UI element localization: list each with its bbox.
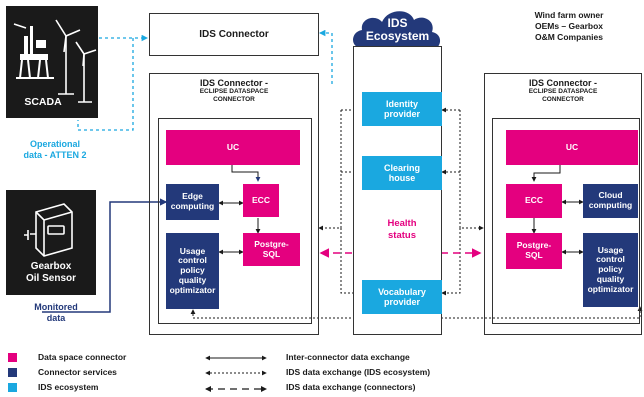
right-usage-line5: optimizator — [587, 283, 634, 294]
right-connector-title: IDS Connector - — [528, 78, 597, 88]
clearing-line2: house — [388, 173, 416, 183]
left-connector-sub2: CONNECTOR — [213, 95, 255, 103]
cloud-computing-box: Cloud computing — [583, 184, 638, 218]
cloud-line1: Cloud — [598, 190, 623, 201]
clearing-line1: Clearing — [383, 162, 420, 173]
left-connector-sub1: ECLIPSE DATASPACE — [199, 88, 269, 96]
legend-inter-label: Inter-connector data exchange — [286, 352, 410, 362]
legend-dsc-label: Data space connector — [38, 352, 127, 362]
left-postgre-line2: SQL — [262, 248, 281, 259]
health-line1: Health — [387, 218, 417, 229]
left-usage-control-box: Usage control policy quality optimizator — [166, 233, 219, 309]
vocabulary-provider-box: Vocabulary provider — [362, 280, 442, 314]
top-ids-connector-box: IDS Connector — [149, 13, 319, 56]
right-usage-line1: Usage — [597, 244, 624, 255]
left-usage-line5: optimizator — [169, 284, 216, 295]
left-uc-label: UC — [226, 141, 240, 152]
edge-line1: Edge — [182, 191, 203, 202]
health-line2: status — [388, 229, 416, 241]
oil-sensor-icon — [24, 203, 73, 257]
right-connector-header: IDS Connector - ECLIPSE DATASPACE CONNEC… — [484, 78, 642, 103]
clearing-house-box: Clearing house — [362, 156, 442, 190]
legend-services-label: Connector services — [38, 367, 117, 377]
edge-line2: computing — [170, 201, 215, 211]
right-usage-line2: control — [596, 254, 625, 265]
scada-label: SCADA — [24, 96, 62, 108]
legend-ecosystem-label: IDS ecosystem — [38, 382, 99, 392]
right-ids-connector — [484, 73, 642, 335]
ecosystem-line2: Ecosystem — [365, 29, 430, 44]
monitored-line2: data — [46, 313, 66, 324]
windfarm-line3: O&M Companies — [534, 32, 603, 43]
right-usage-line3: policy — [598, 264, 623, 275]
legend-ids-conn-label: IDS data exchange (connectors) — [286, 382, 416, 392]
operational-line1: Operational — [29, 139, 80, 149]
gearbox-label-line2: Oil Sensor — [25, 273, 76, 284]
identity-line1: Identity — [385, 98, 418, 109]
legend-swatch-navy — [8, 368, 17, 377]
left-connector-header: IDS Connector - ECLIPSE DATASPACE CONNEC… — [149, 78, 319, 103]
left-connector-title: IDS Connector - — [199, 78, 268, 88]
right-postgresql-box: Postgre- SQL — [506, 233, 562, 269]
vocab-line2: provider — [383, 297, 420, 307]
top-ids-connector-label: IDS Connector — [199, 29, 269, 40]
cloud-line2: computing — [588, 200, 633, 210]
windfarm-label: Wind farm owner OEMs – Gearbox O&M Compa… — [500, 10, 638, 43]
edge-computing-box: Edge computing — [166, 184, 219, 220]
scada-icon — [13, 19, 97, 103]
gearbox-sensor-box: Gearbox Oil Sensor — [6, 190, 96, 295]
right-usage-control-box: Usage control policy quality optimizator — [583, 233, 638, 307]
left-usage-line2: control — [178, 255, 207, 266]
right-ecc-label: ECC — [525, 195, 543, 206]
left-connector-inner — [158, 118, 312, 324]
ids-ecosystem-title: IDS Ecosystem — [355, 16, 440, 44]
operational-data-label: Operational data - ATTEN 2 — [14, 139, 96, 162]
left-ecc-label: ECC — [252, 194, 270, 205]
health-status-label: Health status — [362, 218, 442, 242]
windfarm-line2: OEMs – Gearbox — [534, 21, 604, 32]
right-uc-box: UC — [506, 130, 638, 165]
identity-line2: provider — [383, 109, 420, 119]
legend-swatch-magenta — [8, 353, 17, 362]
right-uc-label: UC — [565, 141, 579, 152]
monitored-line1: Monitored — [34, 302, 78, 312]
left-ids-connector — [149, 73, 319, 335]
right-connector-sub1: ECLIPSE DATASPACE — [528, 88, 598, 96]
right-connector-inner — [492, 118, 640, 324]
windfarm-line1: Wind farm owner — [534, 10, 604, 20]
right-postgre-line2: SQL — [525, 250, 543, 260]
ecosystem-line1: IDS — [387, 16, 408, 30]
right-postgre-line1: Postgre- — [516, 240, 552, 251]
vocab-line1: Vocabulary — [378, 286, 426, 297]
legend-ids-eco-label: IDS data exchange (IDS ecosystem) — [286, 367, 431, 377]
monitored-data-label: Monitored data — [26, 302, 86, 325]
left-postgresql-box: Postgre- SQL — [243, 233, 300, 266]
legend-swatch-cyan — [8, 383, 17, 392]
left-ecc-box: ECC — [243, 184, 279, 217]
operational-line2: data - ATTEN 2 — [23, 150, 87, 161]
right-connector-sub2: CONNECTOR — [542, 95, 584, 103]
right-usage-line4: quality — [596, 273, 625, 284]
gearbox-label: Gearbox Oil Sensor — [6, 261, 96, 285]
left-usage-line3: policy — [180, 265, 205, 276]
scada-box: SCADA — [6, 6, 98, 118]
gearbox-label-line1: Gearbox — [30, 261, 72, 272]
left-postgre-line1: Postgre- — [254, 238, 289, 249]
left-usage-line4: quality — [178, 274, 207, 285]
identity-provider-box: Identity provider — [362, 92, 442, 126]
right-ecc-box: ECC — [506, 184, 562, 218]
left-usage-line1: Usage — [179, 245, 206, 256]
left-uc-box: UC — [166, 130, 300, 165]
